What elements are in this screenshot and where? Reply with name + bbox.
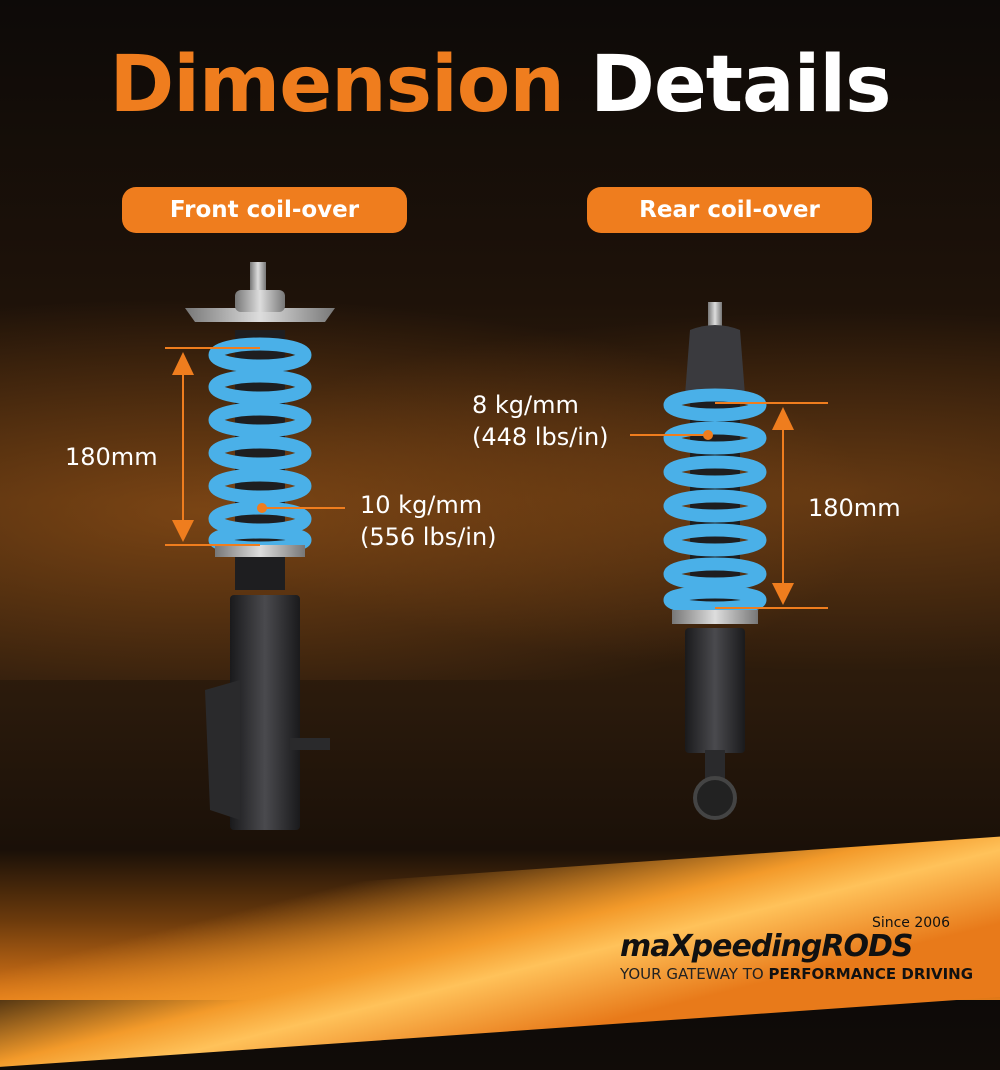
title-part2: Details [590,40,891,130]
front-coilover [185,262,335,830]
rear-dimension-arrow [630,402,828,609]
background-glow [0,260,1000,680]
tagline-light: YOUR GATEWAY TO [620,965,764,983]
title-part1: Dimension [109,40,564,130]
rear-rate-imperial: (448 lbs/in) [472,423,609,451]
coilover-illustration [165,262,828,830]
front-height-label: 180mm [65,443,158,471]
logo-brand: maXpeedingRODS [620,929,914,964]
front-dimension-arrow [165,347,345,546]
page-title: Dimension Details [0,40,1000,130]
front-coilover-label: Front coil-over [122,187,407,233]
front-rate-metric: 10 kg/mm [360,491,483,519]
rear-coilover [663,302,767,820]
rear-height-label: 180mm [808,494,901,522]
rear-coilover-label: Rear coil-over [587,187,872,233]
logo-tagline: YOUR GATEWAY TO PERFORMANCE DRIVING [620,965,973,983]
logo-since: Since 2006 [871,915,950,931]
tagline-bold: PERFORMANCE DRIVING [768,965,974,983]
front-rate-imperial: (556 lbs/in) [360,523,497,551]
rear-rate-metric: 8 kg/mm [472,391,579,419]
